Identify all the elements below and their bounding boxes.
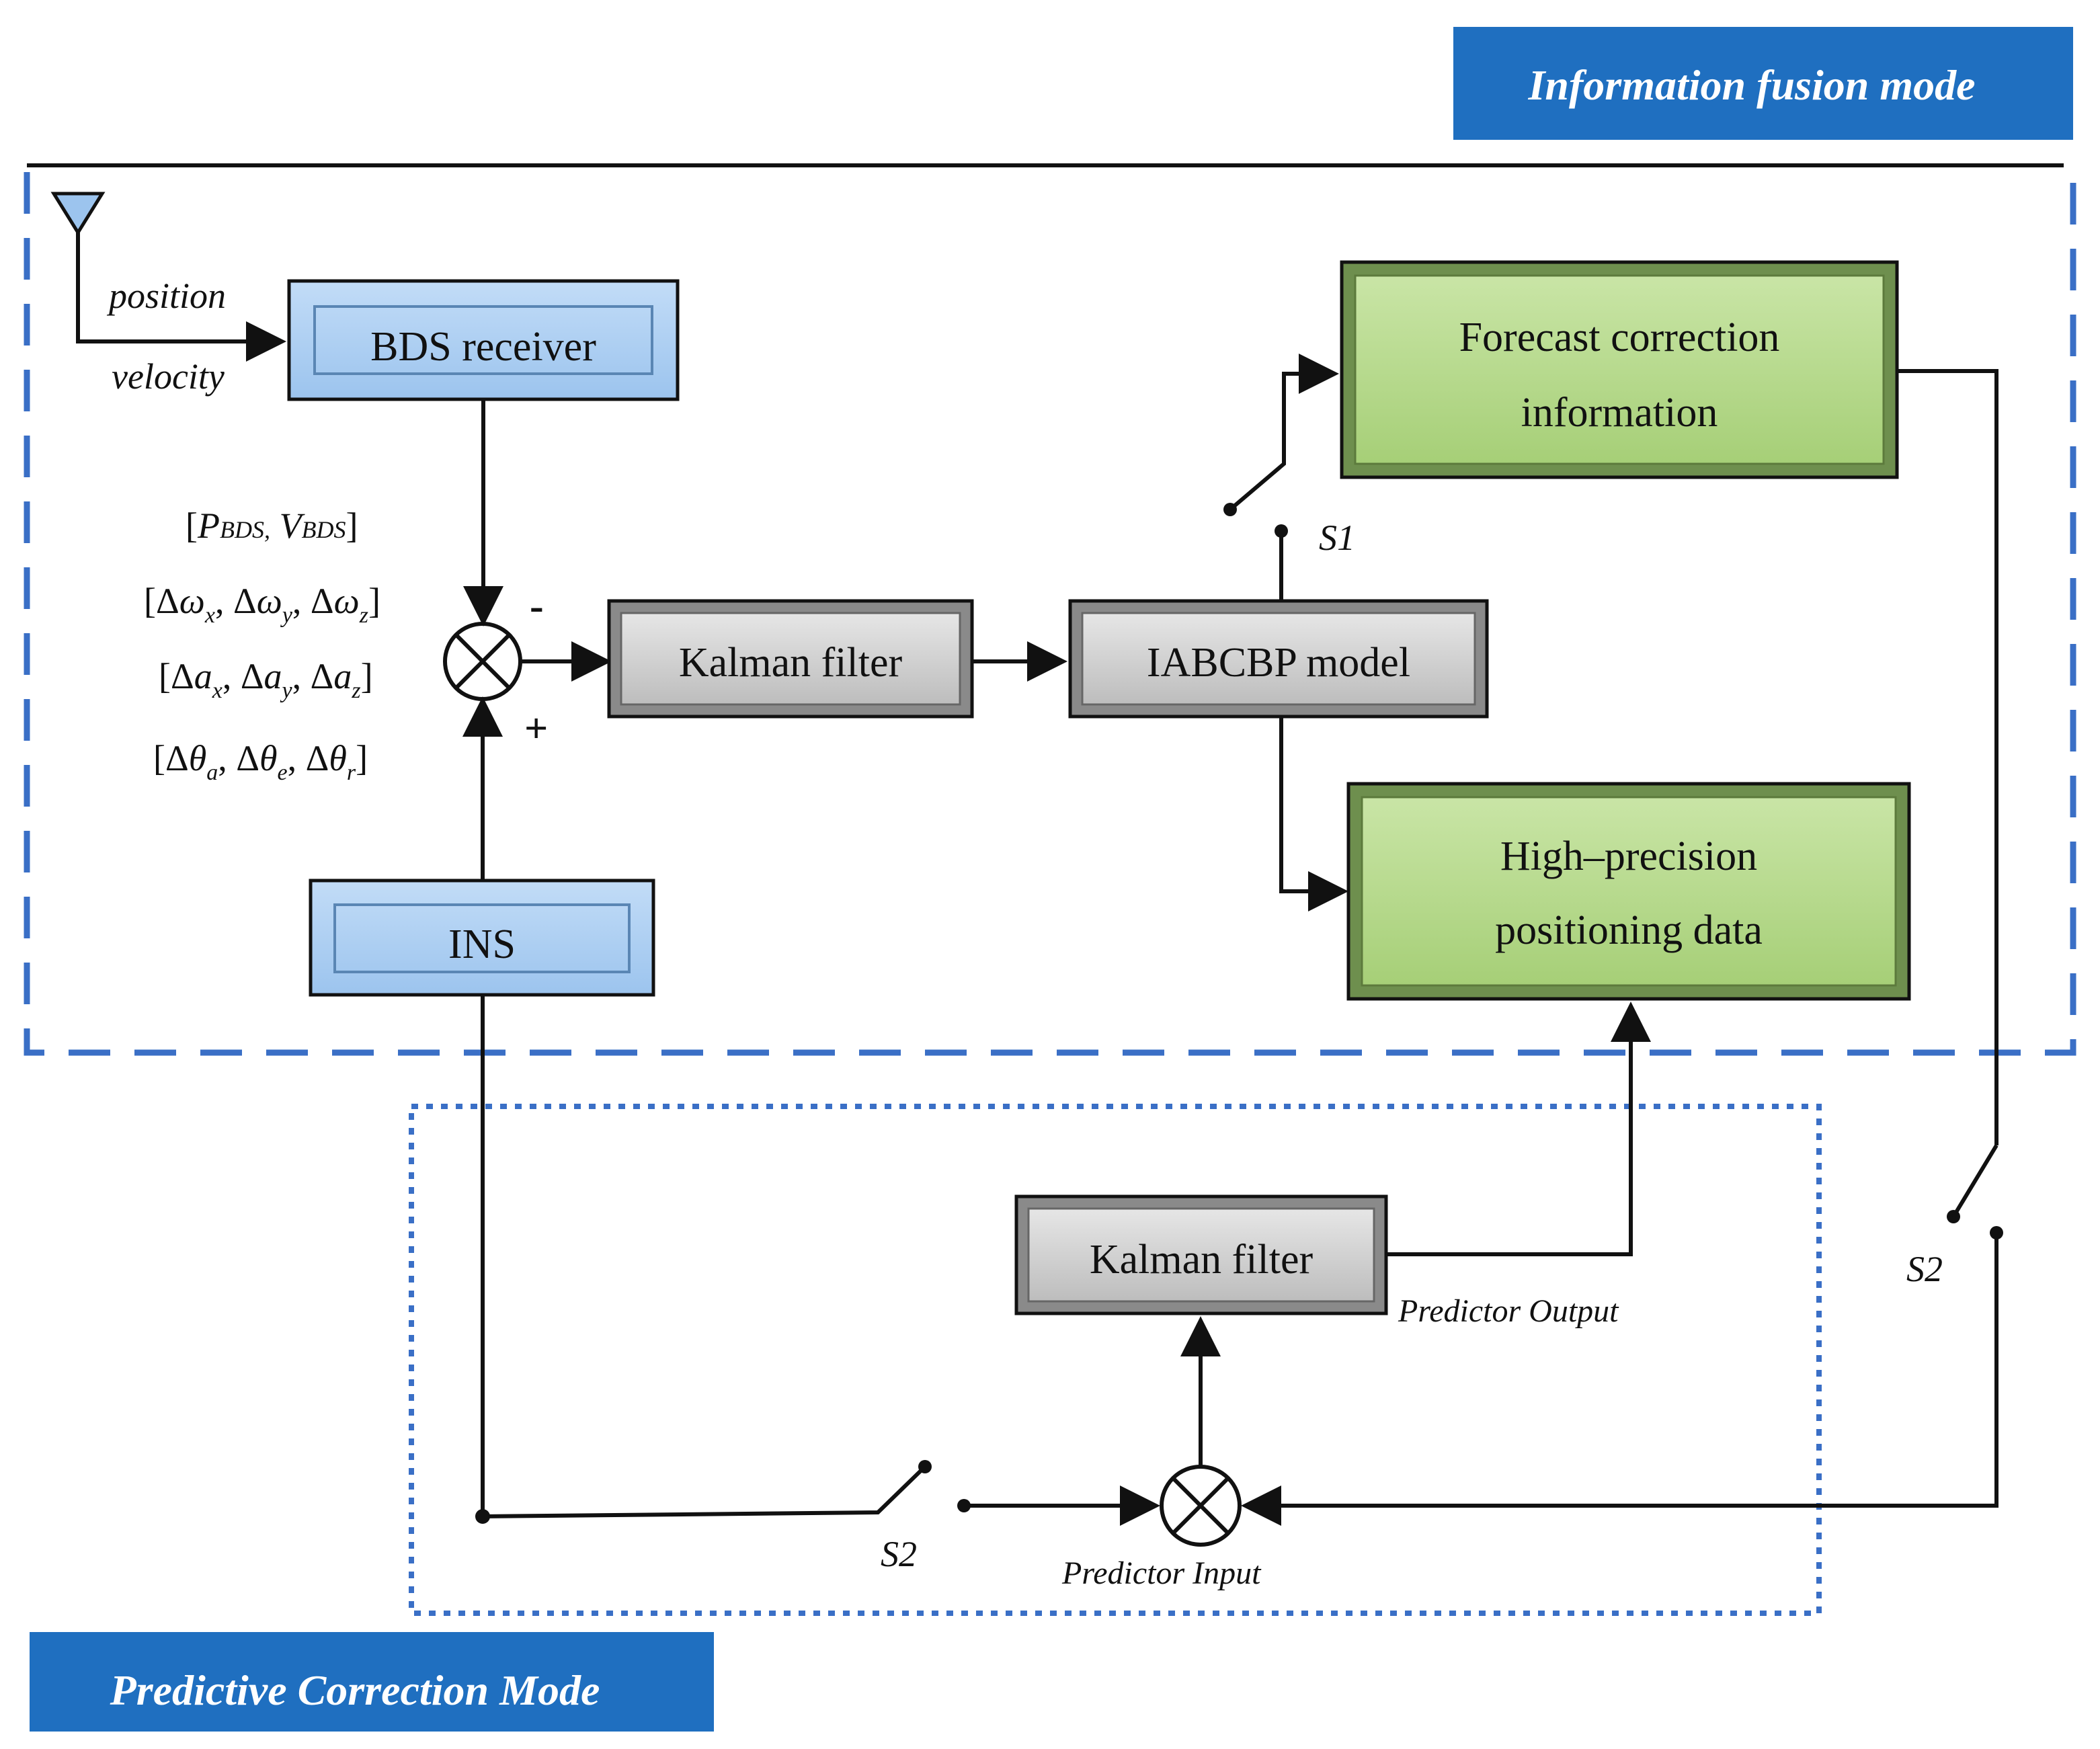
high-precision-label-line2: positioning data xyxy=(1495,907,1763,953)
iabcbp-model-block: IABCBP model xyxy=(1068,599,1489,719)
fusion-region-dashed-border xyxy=(24,172,2076,1056)
accel-error-vector-label: [Δax, Δay, Δaz] xyxy=(159,656,373,703)
s2-right-label: S2 xyxy=(1906,1249,1943,1289)
ins-down-wire xyxy=(481,995,927,1519)
iabcbp-to-highprecision-wire xyxy=(1279,717,1348,911)
high-precision-label-line1: High–precision xyxy=(1500,833,1757,879)
s1-switch-blade xyxy=(1229,354,1339,512)
predictive-region-dotted-border xyxy=(409,1104,1822,1616)
attitude-error-vector-label: [Δθa, Δθe, Δθr] xyxy=(153,738,368,785)
s2-right-switch-blade xyxy=(1951,1144,1998,1218)
kalman-filter-top-block: Kalman filter xyxy=(607,599,974,719)
iabcbp-model-label: IABCBP model xyxy=(1147,640,1410,686)
summing-junction-top xyxy=(443,622,522,701)
forecast-correction-label-line1: Forecast correction xyxy=(1459,315,1780,360)
forecast-to-s2-wire xyxy=(1897,369,1998,1145)
s1-contact-bottom xyxy=(1275,524,1288,538)
high-precision-block: High–precision positioning data xyxy=(1346,782,1911,1001)
summing-junction-predictor xyxy=(1160,1465,1242,1547)
gyro-error-vector-label: [Δωx, Δωy, Δωz] xyxy=(144,581,380,628)
predictor-input-label: Predictor Input xyxy=(1061,1555,1262,1591)
antenna-icon xyxy=(50,192,106,236)
bds-receiver-label: BDS receiver xyxy=(370,324,596,370)
s2-right-to-predictor-wire xyxy=(1241,1233,1998,1526)
ins-branch-node xyxy=(475,1509,490,1524)
ins-block: INS xyxy=(309,879,655,997)
predictive-mode-title: Predictive Correction Mode xyxy=(110,1666,600,1714)
predictive-mode-banner xyxy=(30,1632,714,1732)
bds-receiver-block: BDS receiver xyxy=(287,279,680,401)
s1-label: S1 xyxy=(1319,518,1355,558)
kalman-filter-bottom-label: Kalman filter xyxy=(1090,1237,1314,1283)
velocity-label: velocity xyxy=(112,356,225,397)
position-label: position xyxy=(106,276,226,316)
kalman-filter-bottom-block: Kalman filter xyxy=(1014,1194,1388,1315)
kalman-bottom-to-highprecision-wire xyxy=(1386,1002,1651,1256)
s2-bottom-label: S2 xyxy=(881,1534,917,1574)
forecast-correction-label-line2: information xyxy=(1521,390,1718,436)
forecast-correction-block: Forecast correction information xyxy=(1340,260,1899,479)
s2-bottom-contact-left xyxy=(918,1460,932,1473)
kalman-filter-top-label: Kalman filter xyxy=(679,640,903,686)
plus-sign: + xyxy=(524,706,548,751)
predictor-output-label: Predictor Output xyxy=(1398,1293,1619,1329)
fusion-mode-banner xyxy=(1453,27,2073,140)
antenna-to-bds-wire xyxy=(76,233,286,362)
bds-vector-label: [PBDS, VBDS] xyxy=(186,505,358,546)
ins-label: INS xyxy=(448,922,516,967)
minus-sign: - xyxy=(530,583,544,629)
fusion-mode-title: Information fusion mode xyxy=(1527,61,1975,109)
